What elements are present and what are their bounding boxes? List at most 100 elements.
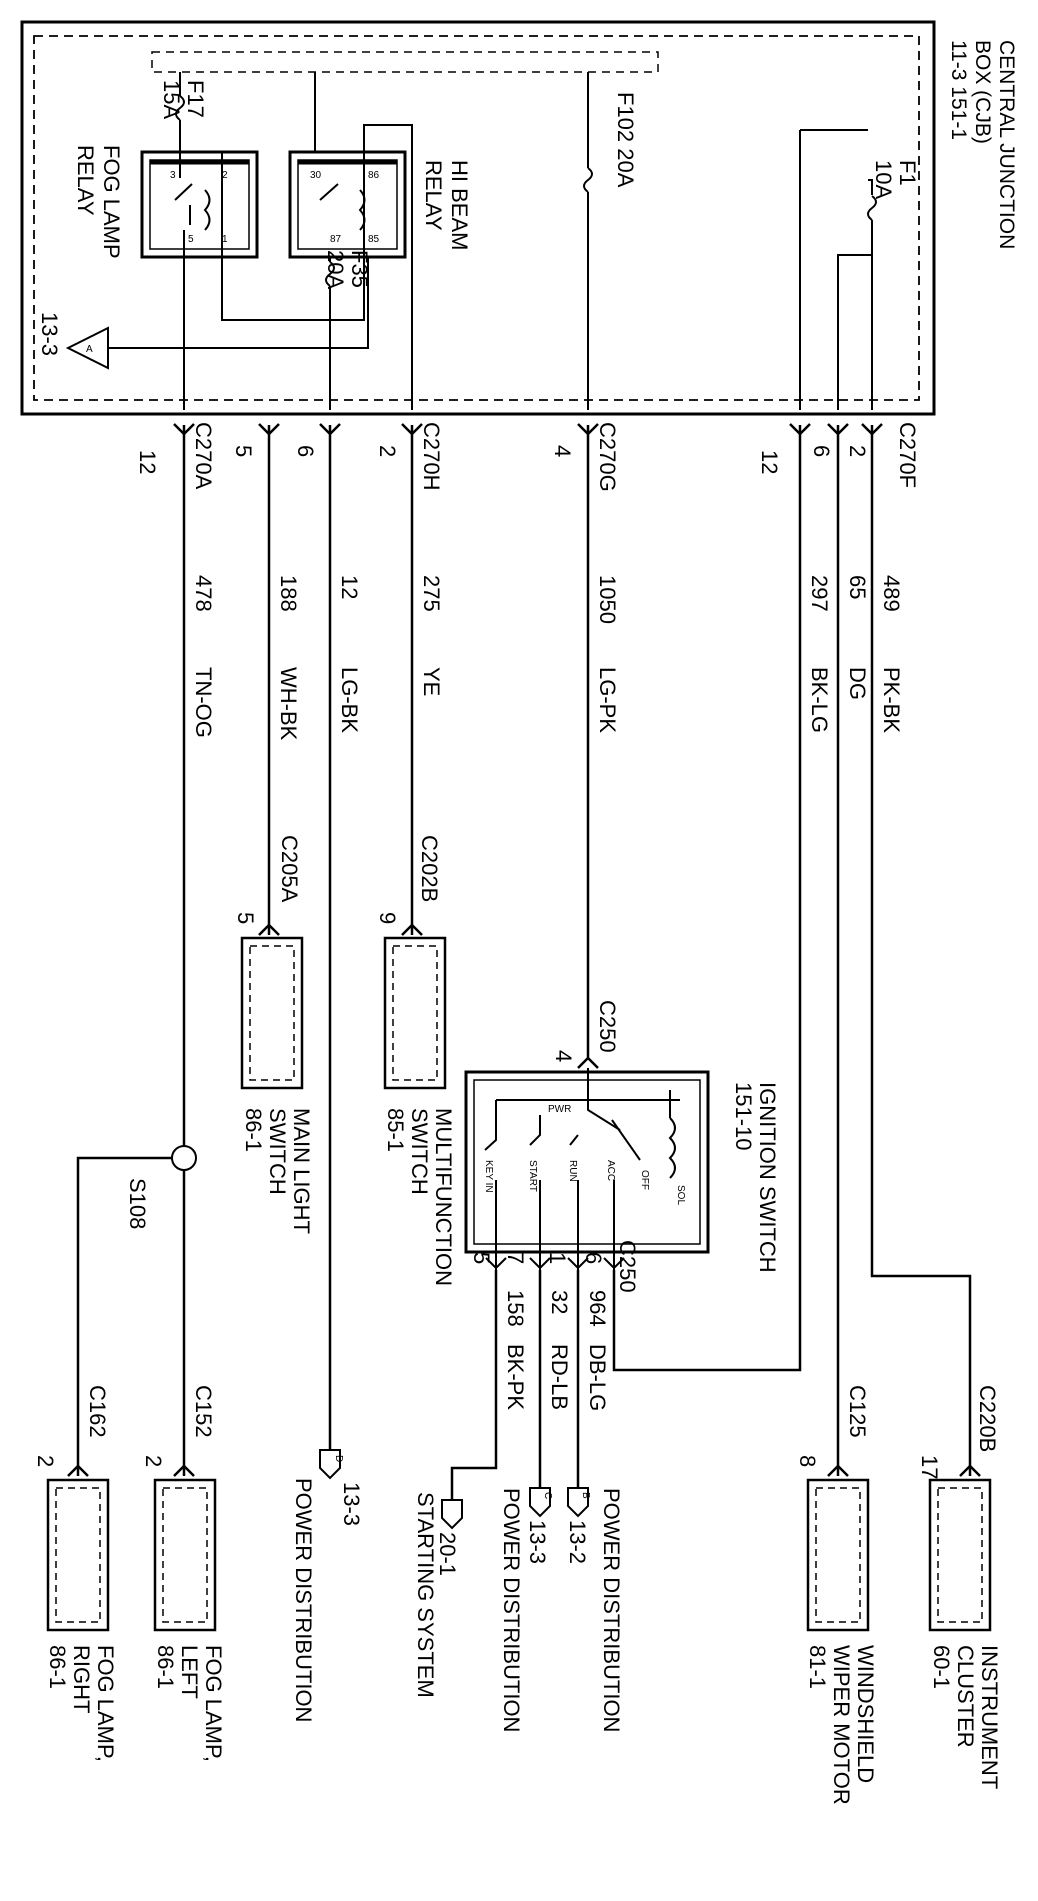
windshield-wiper-motor: WINDSHIELD WIPER MOTOR 81-1 [805, 1464, 878, 1805]
svg-text:YE: YE [419, 667, 444, 696]
svg-text:SWITCH: SWITCH [265, 1108, 290, 1195]
svg-text:F17: F17 [183, 80, 208, 118]
svg-text:POWER DISTRIBUTION: POWER DISTRIBUTION [599, 1488, 624, 1732]
ignition-pos-sol: SOL [675, 1185, 686, 1205]
svg-text:7: 7 [503, 1252, 528, 1264]
main-light-switch: MAIN LIGHT SWITCH 86-1 [240, 923, 314, 1234]
c270f-label: C270F [895, 422, 920, 488]
fog-lamp-right: FOG LAMP, RIGHT 86-1 [45, 1464, 118, 1762]
ignition-pos-pwr: PWR [548, 1104, 571, 1115]
svg-text:13-2: 13-2 [565, 1520, 590, 1564]
svg-text:86-1: 86-1 [241, 1108, 266, 1152]
fog-lamp-relay [140, 150, 259, 259]
ref-b-power-distribution: B 13-2 POWER DISTRIBUTION [565, 1487, 624, 1732]
c125-label: C125 [845, 1385, 870, 1438]
ignition-pos-start: START [527, 1160, 538, 1192]
splice-s108 [171, 1145, 197, 1171]
svg-text:275: 275 [419, 575, 444, 612]
ignition-pos-off: OFF [639, 1170, 650, 1190]
cjb-outline [20, 20, 936, 416]
svg-text:8: 8 [795, 1455, 820, 1467]
ground-ref-letter: A [86, 344, 93, 355]
fuse-f1 [867, 195, 877, 221]
wire-158 [450, 1270, 498, 1500]
cjb-title-line-3: 11-3 151-1 [947, 40, 970, 140]
hi-beam-relay-label: HI BEAM RELAY [421, 160, 472, 250]
svg-text:MULTIFUNCTION: MULTIFUNCTION [431, 1108, 456, 1286]
fuse-f102-label: F102 20A [613, 92, 638, 188]
svg-text:LG-PK: LG-PK [595, 667, 620, 733]
wire-297 [612, 425, 802, 1372]
svg-text:489: 489 [879, 575, 904, 612]
c270a-label: C270A [191, 422, 216, 490]
svg-text:2: 2 [141, 1455, 166, 1467]
svg-text:188: 188 [276, 575, 301, 612]
svg-text:13-3: 13-3 [37, 312, 62, 356]
svg-text:FOG LAMP,: FOG LAMP, [93, 1645, 118, 1762]
c205a-label: C205A [277, 835, 302, 903]
svg-text:RELAY: RELAY [421, 160, 446, 231]
svg-text:LG-BK: LG-BK [337, 667, 362, 733]
ignition-pos-key-in: KEY IN [483, 1160, 494, 1193]
svg-text:6: 6 [581, 1252, 606, 1264]
fuse-f102 [583, 167, 593, 193]
svg-text:IGNITION SWITCH: IGNITION SWITCH [755, 1082, 780, 1273]
c250-top-label: C250 [595, 1000, 620, 1053]
svg-text:WH-BK: WH-BK [276, 667, 301, 741]
ref-c-power-distribution: C 13-3 POWER DISTRIBUTION [499, 1487, 553, 1732]
svg-text:4: 4 [551, 1050, 576, 1062]
svg-text:5: 5 [469, 1252, 494, 1264]
svg-text:1050: 1050 [595, 575, 620, 624]
fog-lamp-left: FOG LAMP, LEFT 86-1 [153, 1464, 226, 1762]
svg-text:2: 2 [845, 445, 870, 457]
svg-text:LEFT: LEFT [177, 1645, 202, 1699]
cjb-feed-bus [151, 51, 659, 73]
fog-relay-pin-3: 3 [170, 170, 176, 181]
hi-beam-relay [288, 150, 407, 259]
svg-text:12: 12 [135, 450, 160, 474]
svg-text:13-3: 13-3 [525, 1520, 550, 1564]
svg-text:81-1: 81-1 [805, 1645, 830, 1689]
svg-text:6: 6 [293, 445, 318, 457]
svg-text:32: 32 [547, 1290, 572, 1314]
cjb-title-line-1: CENTRAL JUNCTION [995, 40, 1018, 249]
svg-text:151-10: 151-10 [731, 1082, 756, 1151]
hi-beam-relay-coil [319, 183, 366, 231]
c250-bottom-label: C250 [615, 1240, 640, 1293]
hi-beam-relay-pin-86: 86 [368, 170, 380, 181]
svg-text:B: B [580, 1492, 591, 1499]
c270-arrows [173, 423, 883, 436]
svg-text:RELAY: RELAY [73, 145, 98, 216]
multifunction-switch: MULTIFUNCTION SWITCH 85-1 [383, 923, 456, 1286]
svg-text:5: 5 [231, 445, 256, 457]
svg-text:MAIN LIGHT: MAIN LIGHT [289, 1108, 314, 1234]
harness-wires [76, 425, 972, 1500]
svg-text:BK-LG: BK-LG [807, 667, 832, 733]
fog-relay-coil [174, 183, 211, 231]
svg-text:12: 12 [757, 450, 782, 474]
cjb-title: CENTRAL JUNCTION BOX (CJB) 11-3 151-1 [947, 40, 1018, 249]
svg-text:RIGHT: RIGHT [69, 1645, 94, 1713]
svg-text:4: 4 [550, 445, 575, 457]
hi-beam-relay-pin-30: 30 [310, 170, 322, 181]
ignition-switch: PWR KEY IN START RUN ACC OFF SOL IGNITIO… [464, 1056, 780, 1273]
cjb-internal-wiring [108, 72, 873, 410]
svg-text:12: 12 [337, 575, 362, 599]
fuse-f35 [325, 261, 335, 287]
svg-text:WIPER MOTOR: WIPER MOTOR [829, 1645, 854, 1805]
c220b-label: C220B [975, 1385, 1000, 1452]
hi-beam-relay-pin-85: 85 [368, 234, 380, 245]
cjb-title-line-2: BOX (CJB) [971, 40, 994, 144]
svg-text:DB-LG: DB-LG [585, 1344, 610, 1411]
svg-text:D: D [333, 1455, 344, 1462]
ref-starting-system: 20-1 STARTING SYSTEM [413, 1492, 463, 1698]
